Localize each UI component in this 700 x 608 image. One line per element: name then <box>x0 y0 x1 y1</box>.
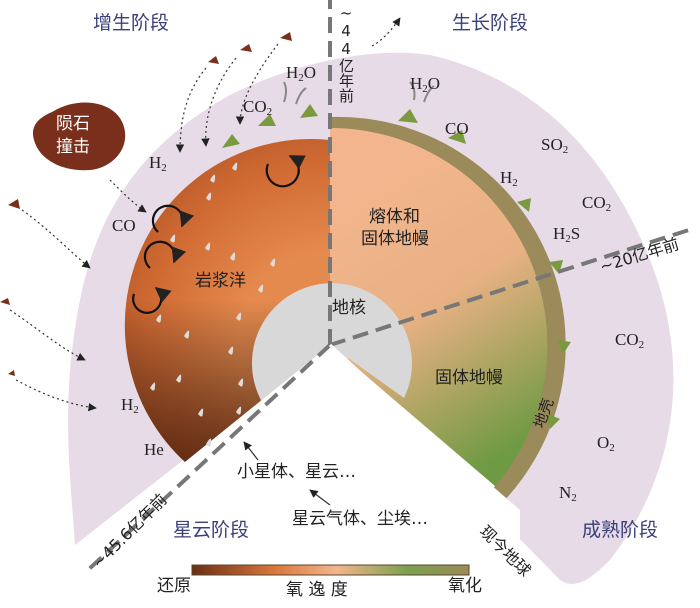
gas-co-2: CO <box>445 119 469 138</box>
impact-trajectories <box>9 17 401 412</box>
label-melt-mantle-1: 熔体和 <box>369 207 420 227</box>
annotation-planetesimals: 小星体、星云… <box>237 462 356 482</box>
meteorite-blob <box>32 102 126 171</box>
gas-he: He <box>144 440 164 459</box>
gas-h2s: H2S <box>553 224 581 245</box>
divider-now <box>328 343 512 512</box>
gas-o2: O2 <box>597 433 615 454</box>
stage-nebula: 星云阶段 <box>173 519 250 541</box>
label-magma-ocean: 岩浆洋 <box>195 271 246 291</box>
legend-reduced: 还原 <box>157 576 191 596</box>
legend-oxygen-fugacity: 氧 逸 度 <box>286 580 348 600</box>
label-melt-mantle-2: 固体地幔 <box>361 229 429 249</box>
stage-growth: 生长阶段 <box>452 12 529 34</box>
gas-n2: N2 <box>559 483 577 504</box>
gas-h2o-2: H2O <box>410 74 441 95</box>
gas-co-1: CO <box>112 216 136 235</box>
annotation-nebula-gas: 星云气体、尘埃… <box>292 509 428 529</box>
convection-arrows <box>132 155 306 314</box>
mantle-region <box>330 127 548 493</box>
gas-h2-2: H2 <box>121 395 139 416</box>
annotation-arrows <box>243 441 331 506</box>
stage-mature: 成熟阶段 <box>582 519 659 541</box>
gas-h2-3: H2 <box>500 168 518 189</box>
divider-20 <box>329 226 696 347</box>
gas-so2: SO2 <box>541 135 569 156</box>
gas-h2-1: H2 <box>149 153 167 174</box>
label-meteorite-2: 撞击 <box>56 137 90 157</box>
time-44: ~44亿年前 <box>337 4 355 103</box>
label-meteorite-1: 陨石 <box>56 114 90 134</box>
gas-co2-3: CO2 <box>615 330 645 351</box>
legend-oxidized: 氧化 <box>448 576 482 596</box>
cutaway-wedge-edge <box>185 345 495 492</box>
gas-co2-2: CO2 <box>582 193 612 214</box>
cutaway-wedge <box>150 345 520 560</box>
gas-h2o-1: H2O <box>286 63 317 84</box>
label-solid-mantle: 固体地幔 <box>435 368 503 388</box>
meteorite-fragments <box>0 32 292 376</box>
gas-co2-1: CO2 <box>243 97 273 118</box>
divider-456 <box>86 343 332 572</box>
oxygen-fugacity-bar <box>191 564 470 576</box>
magma-droplets <box>150 162 276 447</box>
stage-accretion: 增生阶段 <box>93 12 170 34</box>
label-core: 地核 <box>332 298 366 318</box>
degassing-arrows <box>283 81 435 105</box>
